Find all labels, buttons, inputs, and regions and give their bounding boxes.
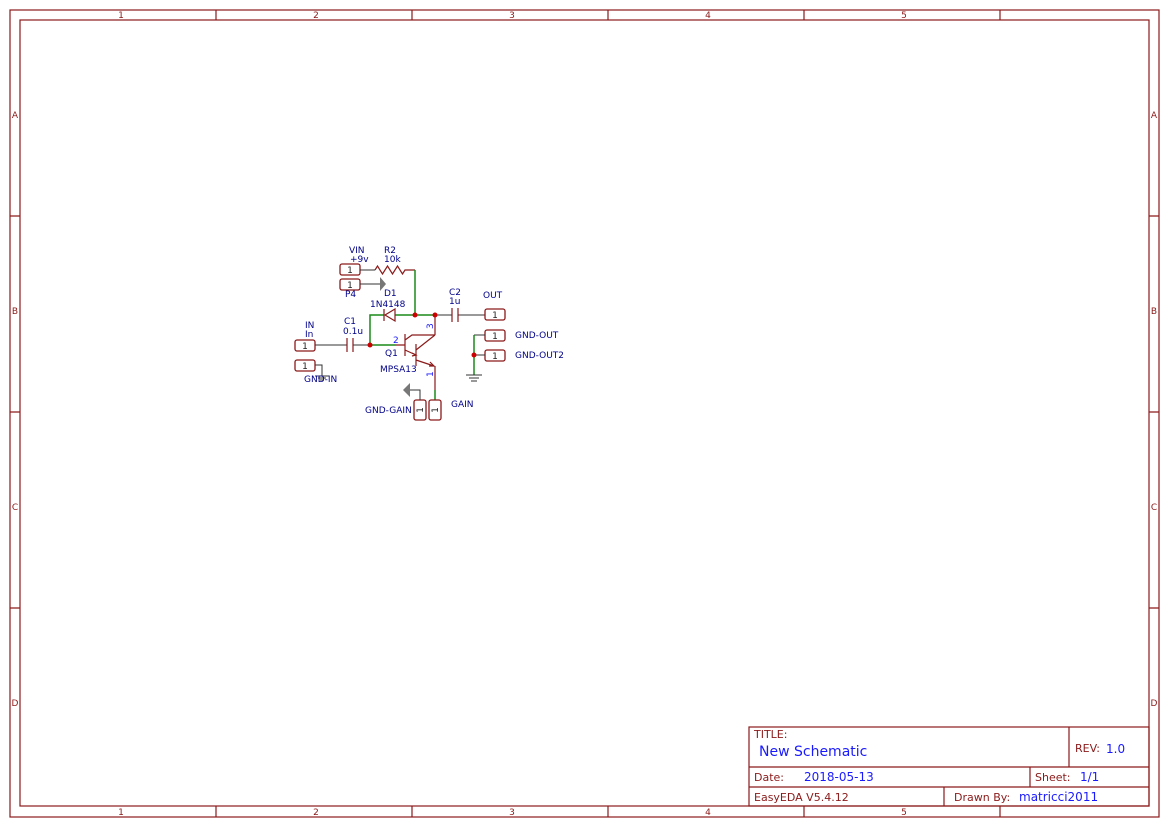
capacitor-c2[interactable] — [451, 308, 459, 322]
q1-value: MPSA13 — [380, 365, 417, 375]
ground-icon — [466, 374, 482, 382]
svg-text:1: 1 — [416, 407, 426, 413]
d1-value: 1N4148 — [370, 300, 406, 310]
schematic-title: New Schematic — [759, 744, 867, 760]
row-label: D — [12, 699, 19, 709]
junction — [471, 352, 477, 358]
p4-label: P4 — [345, 290, 356, 300]
drawn-by-label: Drawn By: — [954, 791, 1010, 804]
svg-text:1: 1 — [492, 332, 498, 342]
svg-text:1: 1 — [347, 266, 353, 276]
row-label: C — [1151, 503, 1157, 513]
in-label: In — [305, 330, 313, 340]
vin-value: +9v — [350, 255, 369, 265]
gnd-gain-connector[interactable]: 1 — [413, 399, 427, 421]
q1-pin-base: 2 — [393, 336, 399, 346]
gain-label: GAIN — [451, 400, 474, 410]
gain-connector[interactable]: 1 — [428, 399, 442, 421]
date-value: 2018-05-13 — [804, 770, 874, 784]
col-label: 5 — [901, 11, 907, 21]
sheet-value: 1/1 — [1080, 770, 1099, 784]
resistor-r2[interactable] — [374, 264, 415, 276]
row-label: A — [1151, 111, 1158, 121]
col-label: 2 — [313, 11, 319, 21]
gnd-out2-label: GND-OUT2 — [515, 351, 564, 361]
svg-text:1: 1 — [492, 352, 498, 362]
ground-flag-icon — [380, 277, 386, 291]
c2-label: C2 — [449, 288, 461, 298]
col-label: 3 — [509, 808, 515, 818]
vin-connector[interactable]: 1 — [339, 263, 361, 276]
date-label: Date: — [754, 771, 784, 784]
r2-label: R2 — [384, 246, 396, 256]
d1-label: D1 — [384, 289, 397, 299]
diode-d1[interactable] — [383, 307, 396, 323]
svg-text:1: 1 — [302, 362, 308, 372]
svg-text:1: 1 — [302, 342, 308, 352]
in-connector[interactable]: 1 — [294, 339, 316, 352]
col-label: 1 — [118, 808, 124, 818]
row-label: A — [12, 111, 19, 121]
vin-net-label: VIN — [349, 246, 365, 256]
circuit: 1 VIN +9v R2 10k 1 P4 D1 1N4148 C2 1u OU… — [294, 246, 564, 421]
q1-pin-emitter: 1 — [426, 371, 436, 377]
q1-pin-collector: 3 — [426, 323, 436, 329]
capacitor-c1[interactable] — [346, 338, 354, 352]
row-label: D — [1151, 699, 1158, 709]
col-label: 4 — [705, 11, 711, 21]
gnd-in-label: GND-IN — [304, 375, 337, 385]
ground-icon — [315, 364, 329, 381]
col-label: 3 — [509, 11, 515, 21]
junction — [412, 312, 418, 318]
q1-label: Q1 — [385, 349, 398, 359]
title-label: TITLE: — [753, 728, 787, 741]
row-label: B — [12, 307, 18, 317]
rev-label: REV: — [1075, 742, 1100, 755]
in-net-label: IN — [305, 321, 314, 331]
transistor-q1[interactable] — [395, 315, 436, 390]
software-version: EasyEDA V5.4.12 — [754, 791, 849, 804]
row-label: B — [1151, 307, 1157, 317]
col-label: 4 — [705, 808, 711, 818]
gnd-out-label: GND-OUT — [515, 331, 559, 341]
svg-text:1: 1 — [347, 281, 353, 291]
col-label: 5 — [901, 808, 907, 818]
r2-value: 10k — [384, 255, 401, 265]
out-net-label: OUT — [483, 291, 503, 301]
junction — [432, 312, 438, 318]
ground-flag-icon — [403, 383, 410, 397]
col-label: 1 — [118, 11, 124, 21]
title-block: TITLE: New Schematic REV: 1.0 Date: 2018… — [748, 726, 1150, 807]
out-connector[interactable]: 1 — [484, 308, 506, 321]
c1-label: C1 — [344, 317, 356, 327]
svg-text:1: 1 — [431, 407, 441, 413]
junction — [367, 342, 373, 348]
gnd-in-connector[interactable]: 1 — [294, 359, 316, 372]
c2-value: 1u — [449, 297, 460, 307]
gnd-out2-connector[interactable]: 1 — [484, 349, 506, 362]
sheet-frame: 1 2 3 4 5 1 2 3 4 5 A B C D A B C D — [9, 9, 1160, 818]
row-label: C — [12, 503, 18, 513]
rev-value: 1.0 — [1106, 742, 1125, 756]
c1-value: 0.1u — [343, 327, 363, 337]
drawn-by-value: matricci2011 — [1019, 790, 1098, 804]
col-label: 2 — [313, 808, 319, 818]
gnd-out-connector[interactable]: 1 — [484, 329, 506, 342]
sheet-label: Sheet: — [1035, 771, 1071, 784]
svg-text:1: 1 — [492, 311, 498, 321]
gnd-gain-label: GND-GAIN — [365, 406, 412, 416]
